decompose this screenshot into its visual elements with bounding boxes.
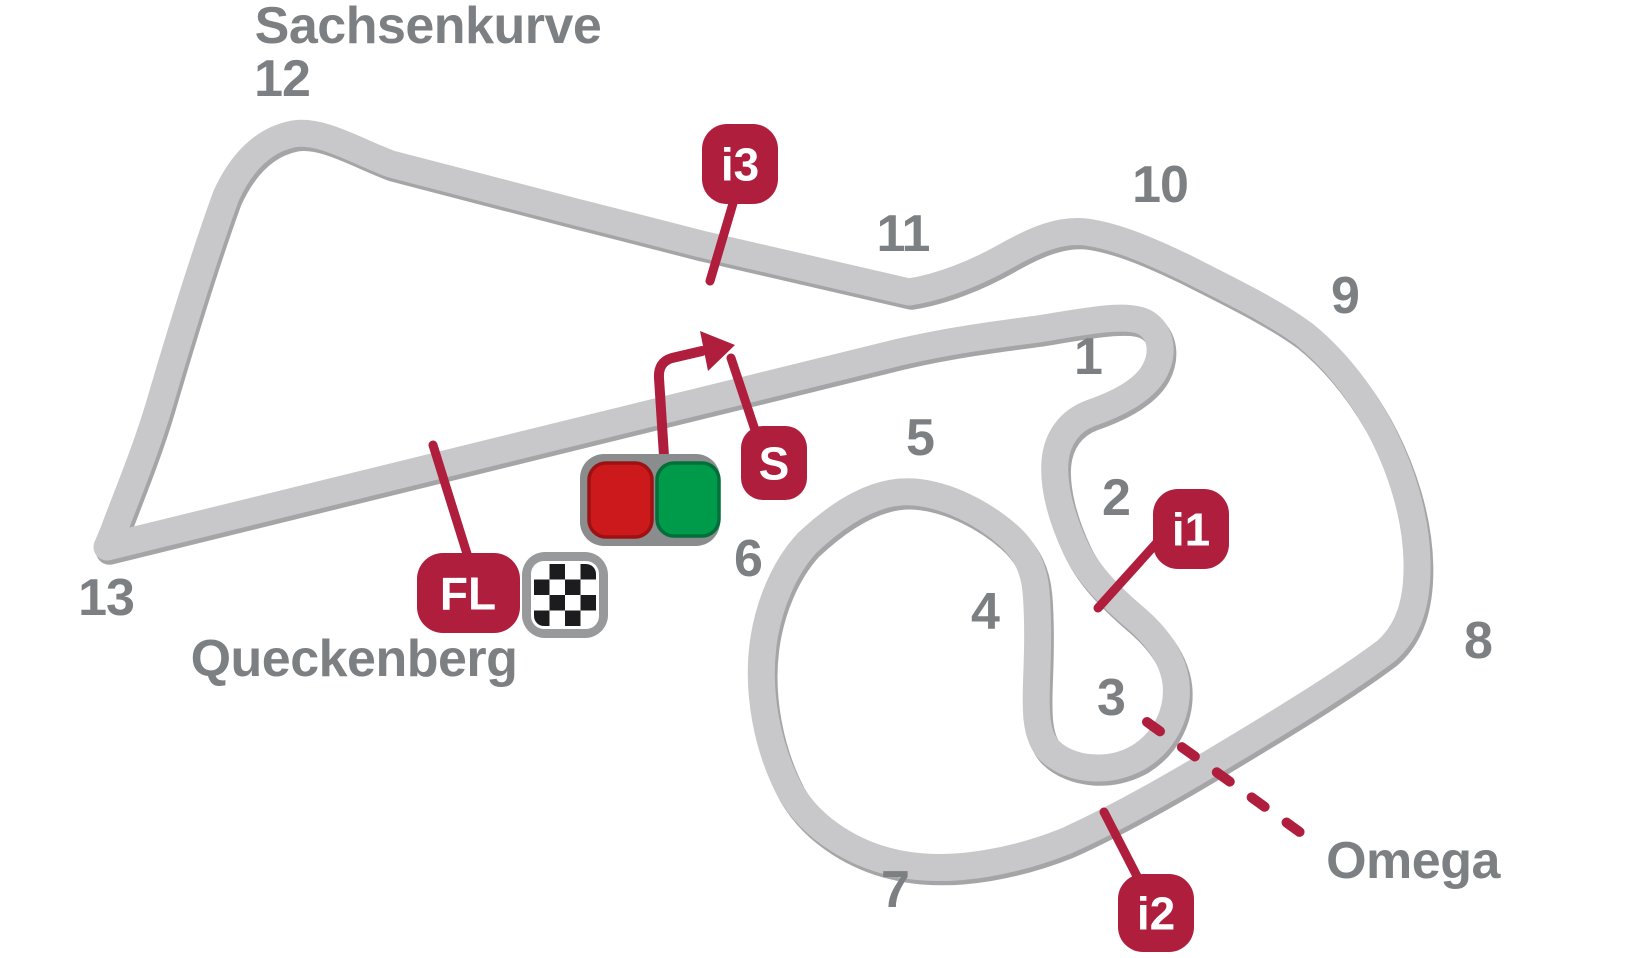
corner-label-10: 10 bbox=[1132, 156, 1188, 214]
track-surface bbox=[93, 119, 1431, 881]
marker-badge-start: S bbox=[741, 426, 807, 500]
marker-badge-finish-line-label: FL bbox=[440, 568, 496, 620]
marker-badge-start-label: S bbox=[759, 438, 790, 490]
marker-leader-lines bbox=[428, 195, 1167, 891]
marker-badge-finish-line: FL bbox=[417, 553, 520, 633]
corner-label-1: 1 bbox=[1074, 328, 1102, 386]
marker-badge-i1-label: i1 bbox=[1172, 504, 1210, 556]
traffic-light-icon bbox=[580, 454, 721, 546]
corner-label-7: 7 bbox=[881, 861, 909, 919]
corner-label-9: 9 bbox=[1331, 267, 1359, 325]
marker-badges: i3 S FL i1 i2 bbox=[417, 124, 1229, 952]
i2-leader-line bbox=[1099, 807, 1147, 891]
start-leader-line bbox=[726, 353, 760, 435]
label-queckenberg: Queckenberg bbox=[191, 630, 518, 688]
section-labels: Sachsenkurve Queckenberg Omega bbox=[191, 0, 1502, 890]
i1-leader-line bbox=[1093, 532, 1167, 613]
marker-badge-i3: i3 bbox=[702, 124, 778, 204]
corner-label-2: 2 bbox=[1102, 469, 1130, 527]
corner-label-13: 13 bbox=[78, 569, 134, 627]
corner-label-11: 11 bbox=[877, 205, 930, 263]
omega-dashed-pointer bbox=[1142, 717, 1313, 843]
track-ribbon bbox=[93, 119, 1434, 886]
label-sachsenkurve: Sachsenkurve bbox=[255, 0, 602, 55]
i3-leader-line bbox=[705, 195, 739, 286]
corner-label-6: 6 bbox=[734, 530, 762, 588]
corner-label-8: 8 bbox=[1464, 612, 1492, 670]
marker-badge-i1: i1 bbox=[1153, 489, 1229, 569]
corner-label-3: 3 bbox=[1097, 669, 1125, 727]
marker-badge-i2: i2 bbox=[1118, 874, 1194, 952]
label-omega: Omega bbox=[1326, 832, 1501, 890]
race-direction-arrow-icon bbox=[653, 331, 735, 461]
checkered-flag-icon bbox=[522, 552, 608, 638]
finish-leader-line bbox=[428, 440, 473, 562]
marker-badge-i2-label: i2 bbox=[1137, 888, 1175, 940]
corner-label-12: 12 bbox=[254, 50, 310, 108]
corner-label-4: 4 bbox=[971, 583, 1000, 641]
corner-label-5: 5 bbox=[906, 409, 934, 467]
corner-number-labels: 1 2 3 4 5 6 7 8 9 10 11 12 13 bbox=[78, 50, 1493, 919]
marker-badge-i3-label: i3 bbox=[721, 139, 759, 191]
